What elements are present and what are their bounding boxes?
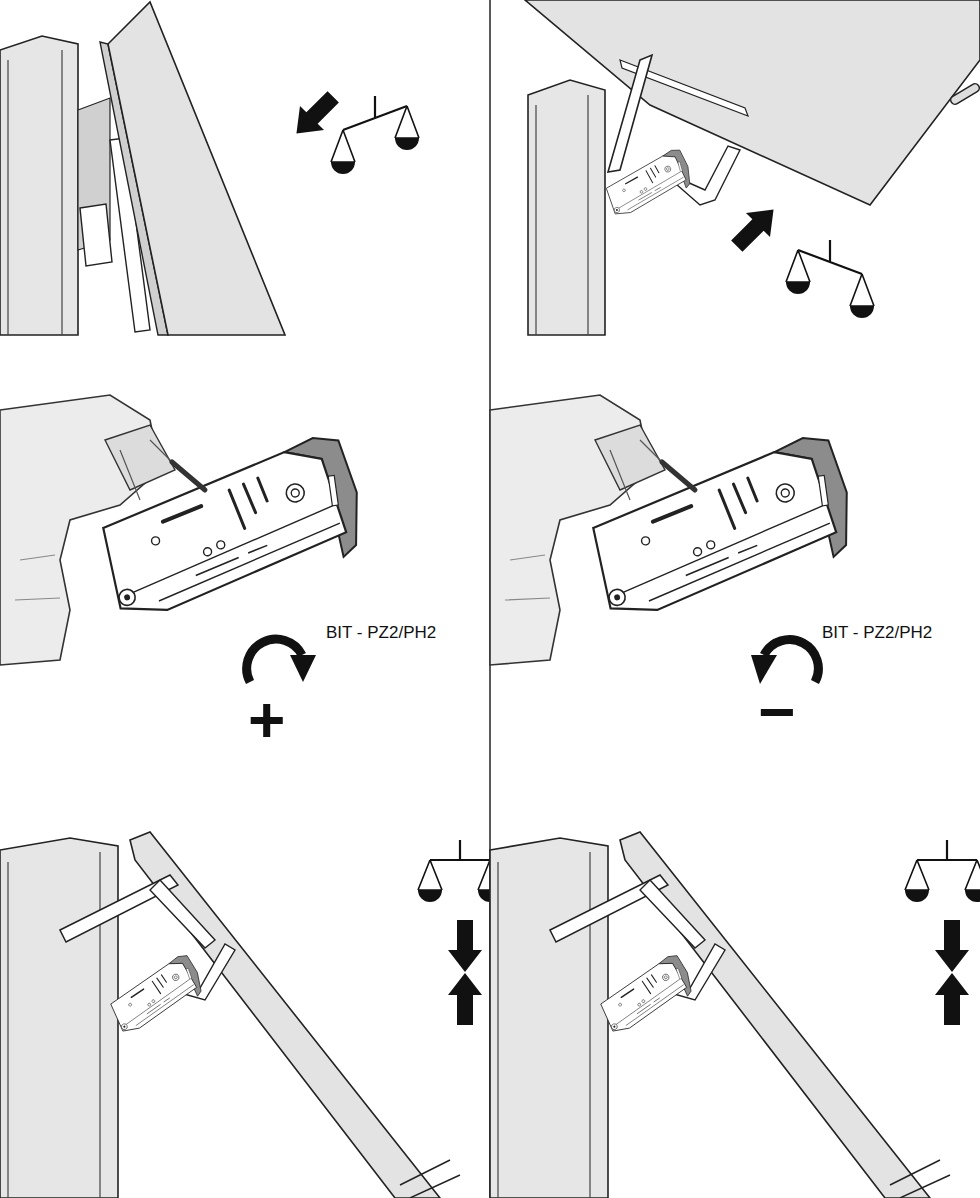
bit-label: BIT - PZ2/PH2 <box>326 624 436 641</box>
minus-sign: − <box>758 680 795 744</box>
plus-sign: + <box>248 688 285 752</box>
bit-label: BIT - PZ2/PH2 <box>822 624 932 641</box>
